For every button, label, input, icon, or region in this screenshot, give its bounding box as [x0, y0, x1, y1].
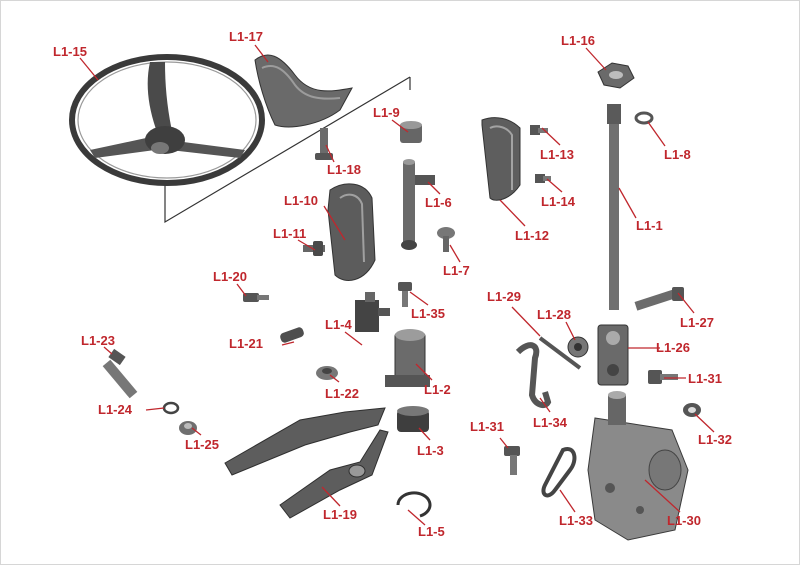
label-l1-8: L1-8 [664, 147, 691, 162]
universal-joint-part-l1-26 [597, 324, 629, 386]
bolt-part-l1-14 [535, 174, 551, 183]
label-l1-31-lower: L1-31 [470, 419, 504, 434]
bolt-part-l1-35 [398, 282, 412, 307]
group-bracket-line [164, 76, 411, 224]
screw-part-l1-7 [437, 227, 455, 252]
label-l1-28: L1-28 [537, 307, 571, 322]
label-l1-29: L1-29 [487, 289, 521, 304]
bolt-part-l1-27 [634, 287, 684, 311]
label-l1-20: L1-20 [213, 269, 247, 284]
label-l1-6: L1-6 [425, 195, 452, 210]
label-l1-7: L1-7 [443, 263, 470, 278]
label-l1-27: L1-27 [680, 315, 714, 330]
label-l1-12: L1-12 [515, 228, 549, 243]
label-l1-11: L1-11 [273, 226, 307, 241]
label-l1-21: L1-21 [229, 336, 263, 351]
clamp-part-l1-4 [355, 292, 390, 332]
rod-part-l1-29 [538, 336, 582, 370]
steering-shaft-part-l1-1 [607, 104, 621, 310]
label-l1-30: L1-30 [667, 513, 701, 528]
arm-part-l1-34 [515, 342, 552, 409]
label-l1-13: L1-13 [540, 147, 574, 162]
label-l1-14: L1-14 [541, 194, 575, 209]
bolt-part-l1-31-upper [648, 370, 678, 384]
label-l1-33: L1-33 [559, 513, 593, 528]
label-l1-1: L1-1 [636, 218, 663, 233]
label-l1-25: L1-25 [185, 437, 219, 452]
label-l1-26: L1-26 [656, 340, 690, 355]
ring-part-l1-24 [162, 401, 180, 415]
label-l1-9: L1-9 [373, 105, 400, 120]
bolt-part-l1-20 [243, 293, 269, 302]
label-l1-31-upper: L1-31 [688, 371, 722, 386]
fork-part-l1-19 [224, 407, 389, 519]
snap-ring-part-l1-5 [396, 491, 432, 518]
shaft-part-l1-6 [401, 159, 435, 250]
label-l1-18: L1-18 [327, 162, 361, 177]
label-l1-35: L1-35 [411, 306, 445, 321]
bushing-part-l1-25 [179, 421, 197, 435]
label-l1-19: L1-19 [323, 507, 357, 522]
label-l1-22: L1-22 [325, 386, 359, 401]
label-l1-3: L1-3 [417, 443, 444, 458]
horn-cover-part [254, 54, 353, 128]
cap-part-l1-3 [397, 406, 429, 432]
column-cover-part-l1-10 [327, 183, 376, 281]
label-l1-15: L1-15 [53, 44, 87, 59]
label-l1-4: L1-4 [325, 317, 352, 332]
label-l1-2: L1-2 [424, 382, 451, 397]
label-l1-23: L1-23 [81, 333, 115, 348]
steering-gearbox-part-l1-30 [587, 391, 689, 541]
bushing-part-l1-9 [400, 121, 422, 143]
link-part-l1-33 [541, 447, 577, 498]
link-part-l1-21 [280, 327, 304, 343]
star-nut-part-l1-28 [567, 336, 589, 358]
bolt-part-l1-13 [530, 125, 548, 135]
bearing-block-part-l1-2 [385, 329, 430, 387]
label-l1-17: L1-17 [229, 29, 263, 44]
washer-part-l1-32 [683, 403, 701, 417]
label-l1-16: L1-16 [561, 33, 595, 48]
leader-lines [79, 44, 715, 526]
cover-half-part-l1-12 [481, 117, 521, 201]
label-l1-10: L1-10 [284, 193, 318, 208]
nut-part-l1-16 [597, 62, 635, 89]
pin-part-l1-23 [102, 348, 138, 399]
label-l1-32: L1-32 [698, 432, 732, 447]
bolt-part-l1-31-lower [504, 446, 520, 475]
label-l1-24: L1-24 [98, 402, 132, 417]
bolt-part-l1-18 [315, 128, 333, 160]
washer-part-l1-8 [634, 111, 654, 125]
label-l1-34: L1-34 [533, 415, 567, 430]
steering-wheel-part [69, 54, 265, 186]
label-l1-5: L1-5 [418, 524, 445, 539]
bolt-part-l1-11 [303, 241, 325, 256]
